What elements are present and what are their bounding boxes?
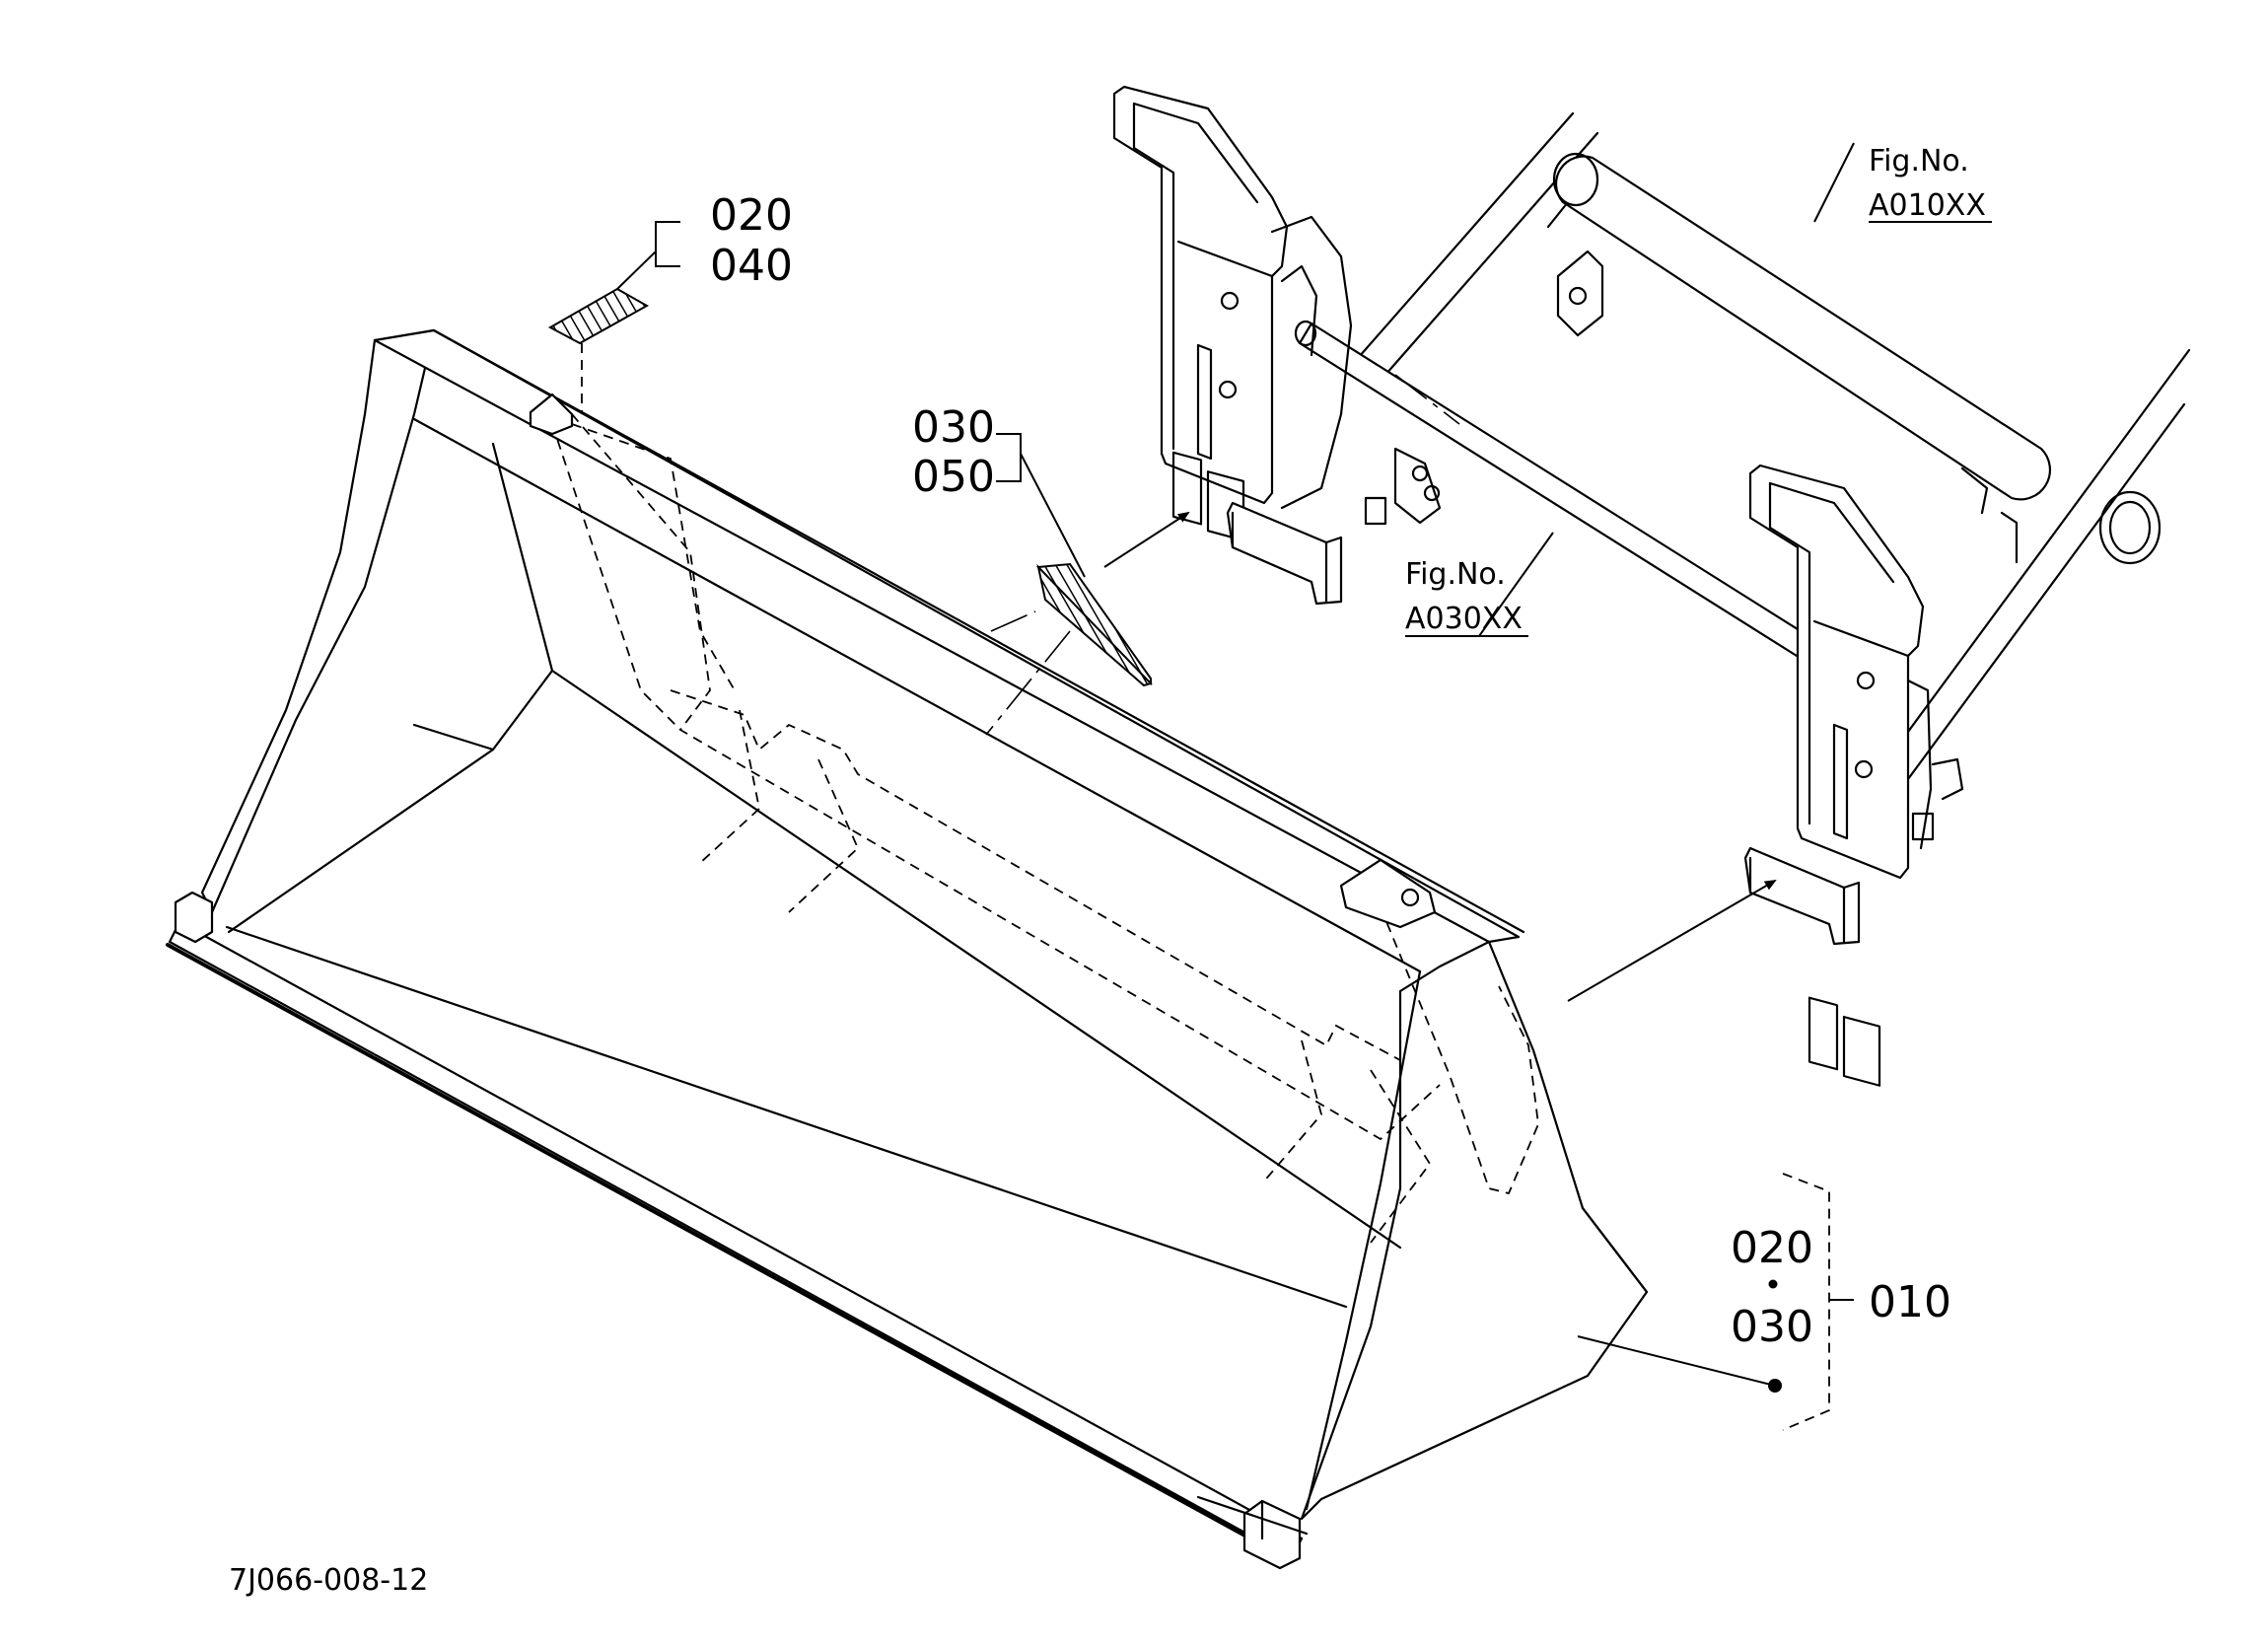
callout-020-decal: 020 (710, 190, 793, 241)
quick-hitch-bracket-left (1112, 85, 1387, 606)
assembly-separator-dot (1768, 1279, 1778, 1289)
assembly-arrows (1103, 511, 1777, 1002)
callout-030-decal: 030 (912, 402, 995, 453)
assembly-group-bracket (1768, 1173, 1854, 1431)
figure-reference-leaders (1394, 142, 1992, 1393)
callout-040-decal: 040 (710, 241, 793, 291)
decal-left (547, 221, 680, 414)
figure-ref-code-lower: A030XX (1405, 602, 1523, 636)
figure-ref-code-upper: A010XX (1869, 188, 1986, 223)
bucket (166, 328, 1649, 1570)
quick-hitch-bracket-right (1743, 464, 1935, 1087)
callout-020-assembly: 020 (1731, 1223, 1813, 1273)
callout-010-assembly: 010 (1869, 1277, 1951, 1327)
callout-030-assembly: 030 (1731, 1302, 1813, 1352)
loader-arm-frame (1294, 111, 2191, 801)
decal-middle (985, 433, 1153, 736)
figure-ref-caption-upper: Fig.No. (1869, 144, 1969, 179)
bucket-marker-dot (1768, 1379, 1782, 1393)
drawing-number: 7J066-008-12 (229, 1563, 428, 1598)
callout-050-decal: 050 (912, 452, 995, 502)
figure-ref-caption-lower: Fig.No. (1405, 557, 1506, 592)
